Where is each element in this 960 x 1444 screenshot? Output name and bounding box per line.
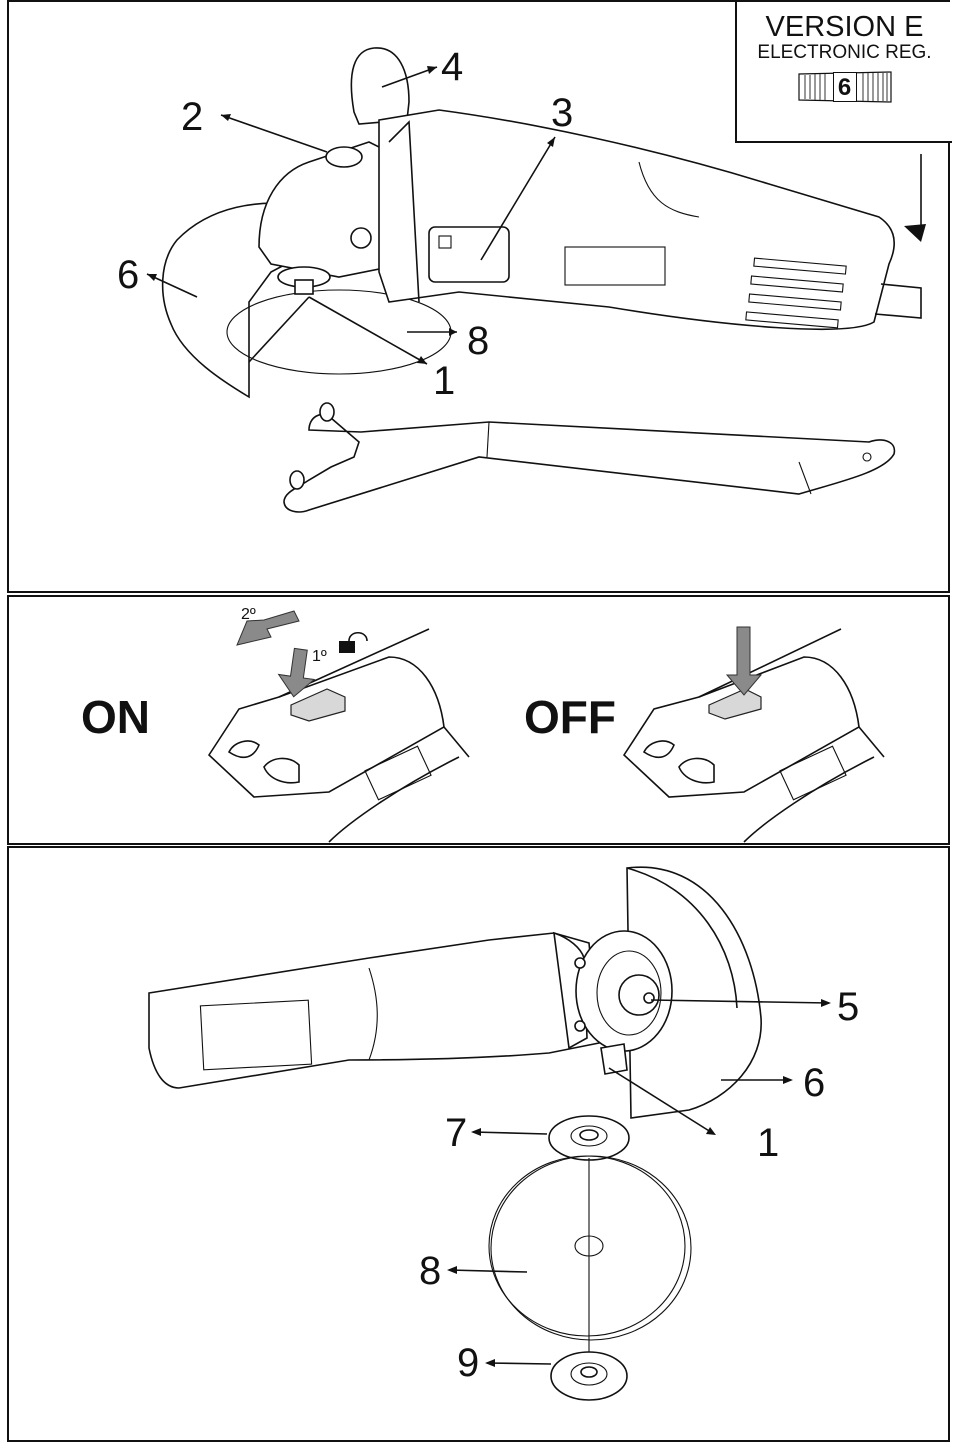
step-2-label: 2º — [241, 606, 256, 623]
dial-value: 6 — [832, 72, 857, 102]
step-1-label: 1º — [312, 648, 327, 665]
callout-1: 1 — [433, 359, 455, 403]
version-box: VERSION E ELECTRONIC REG. 6 — [735, 2, 952, 143]
callout-2: 2 — [181, 95, 203, 139]
callout-6b: 6 — [803, 1061, 825, 1105]
on-label: ON — [81, 691, 150, 743]
side-handle — [350, 47, 410, 125]
on-off-switch — [428, 226, 510, 283]
assembly-label-plate — [199, 999, 313, 1071]
callout-5: 5 — [837, 985, 859, 1029]
callout-6: 6 — [117, 253, 139, 297]
callout-4: 4 — [441, 45, 463, 89]
callout-7: 7 — [445, 1111, 467, 1155]
off-label: OFF — [524, 691, 616, 743]
switch-operation-panel: ON OFF 2º 1º — [7, 595, 950, 845]
callout-8: 8 — [467, 319, 489, 363]
callout-8b: 8 — [419, 1249, 441, 1293]
version-title: VERSION E — [765, 11, 924, 43]
spindle — [643, 992, 655, 1004]
disc-assembly-drawing: 5 6 7 1 8 9 — [148, 866, 859, 1401]
guard-clamp — [600, 1043, 628, 1075]
callout-leaders — [146, 66, 926, 365]
power-cable — [874, 283, 922, 319]
assembly-wheel-guard — [626, 866, 762, 1119]
off-switch-illustration — [622, 626, 885, 843]
version-subtitle: ELECTRONIC REG. — [757, 42, 932, 63]
switch-operation-drawing: ON OFF 2º 1º — [81, 606, 885, 843]
spanner-wrench — [283, 413, 896, 513]
gear-head — [258, 141, 390, 278]
label-plate — [564, 246, 666, 286]
handle-socket — [350, 227, 372, 249]
assembly-callout-leaders — [447, 999, 831, 1367]
on-switch-illustration — [207, 610, 470, 843]
callout-1b: 1 — [757, 1121, 779, 1165]
grinder-overview-drawing: 2 4 3 6 8 1 — [117, 45, 926, 513]
disc-assembly-panel: 5 6 7 1 8 9 — [7, 846, 950, 1442]
callout-3: 3 — [551, 91, 573, 135]
grinder-overview-panel: 2 4 3 6 8 1 VERSION E ELECTRONIC REG. — [7, 0, 952, 593]
assembly-motor-body — [148, 932, 600, 1089]
callout-9: 9 — [457, 1341, 479, 1385]
air-vents — [745, 257, 847, 329]
spindle-lock — [325, 146, 363, 168]
speed-dial-icon: 6 — [797, 70, 893, 104]
